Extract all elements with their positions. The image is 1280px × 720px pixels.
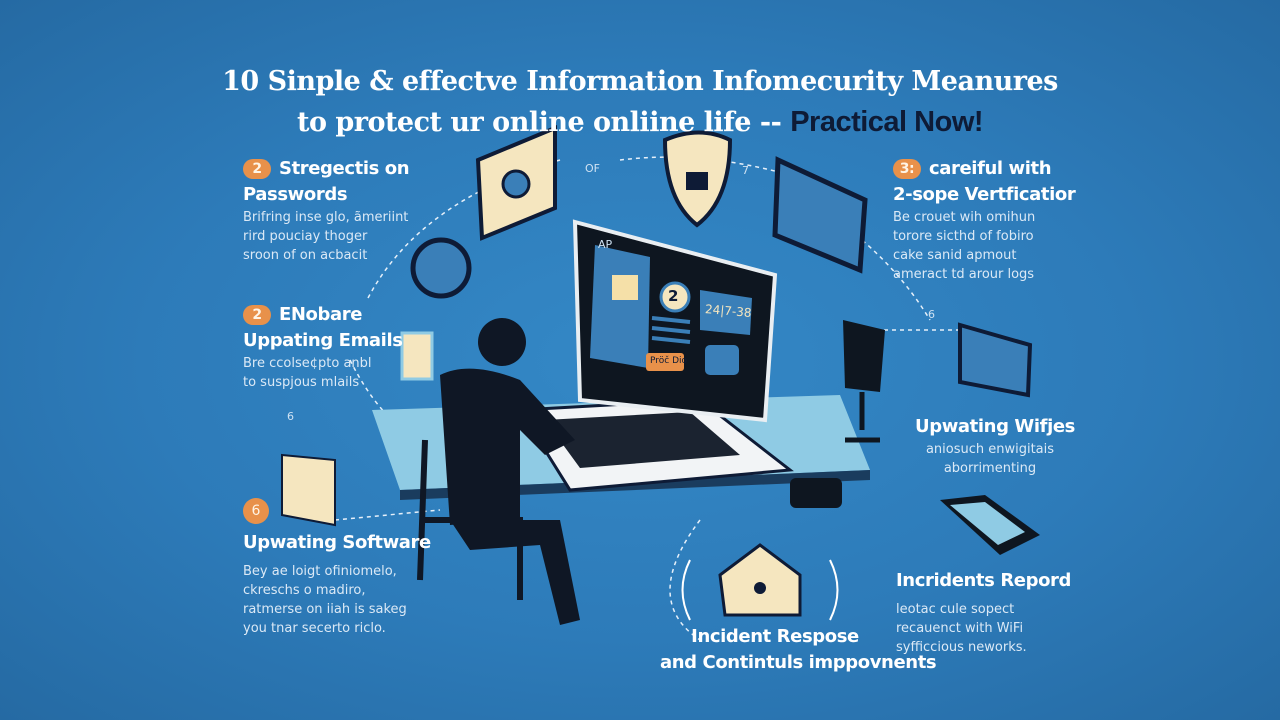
- title-line-2-text: to protect ur online onliine life --: [296, 107, 782, 138]
- section-heading: 2-sope Vertficatior: [893, 184, 1076, 205]
- small-label: 6: [287, 410, 294, 423]
- chart-monitor-icon: [958, 322, 1033, 398]
- small-label: 7: [742, 164, 749, 177]
- section-text: aniosuch enwigitais: [925, 442, 1055, 457]
- section-heading: and Contintuls imppovnents: [660, 652, 937, 673]
- section-text: Brifring inse glo, ãmeriint: [243, 210, 409, 225]
- title-line-1: 10 Sinple & effectve Information Infomec…: [222, 66, 1058, 97]
- section-text: recauenct with WiFi: [896, 621, 1024, 636]
- section-heading: Stregectis on: [279, 158, 410, 179]
- section-passwords: 2 Stregectis on Passwords Brifring inse g…: [243, 156, 410, 265]
- step-circle: [659, 281, 691, 313]
- section-text: rird pouciay thoger: [243, 229, 368, 244]
- section-verification: 3: careiful with 2-sope Vertficatior Be c…: [893, 156, 1076, 284]
- section-text: Bre ccolse¢pto anbl: [243, 356, 372, 371]
- screen-step: 2: [668, 287, 679, 305]
- person-head: [478, 318, 526, 366]
- step-badge: 2: [243, 159, 271, 179]
- keyboard: [545, 412, 740, 468]
- small-label: AP: [598, 238, 613, 251]
- small-label: 6: [928, 308, 935, 321]
- section-heading: Passwords: [243, 184, 348, 205]
- lamp: [843, 320, 885, 392]
- section-text: ameract td arour logs: [893, 267, 1035, 282]
- section-heading: careiful with: [929, 158, 1052, 179]
- section-text: Be crouet wih omihun: [893, 210, 1036, 225]
- section-wifi: Upwating Wifjes aniosuch enwigitais abor…: [915, 414, 1075, 478]
- padlock-card-icon: [400, 331, 434, 381]
- title-accent: Practical Now!: [790, 106, 984, 138]
- section-incident-response: Incident Respose and Contintuls imppovne…: [660, 624, 937, 676]
- section-heading: Incident Respose: [691, 626, 859, 647]
- small-label: OF: [585, 162, 600, 175]
- step-badge: 3:: [893, 159, 921, 179]
- section-text: ratmerse on iiah is sakeg: [243, 602, 407, 617]
- phone-icon: [790, 478, 842, 508]
- section-incidents-report: Incridents Repord leotac cule sopect rec…: [896, 568, 1071, 657]
- section-heading: Upwating Wifjes: [915, 416, 1075, 437]
- screen-button-label: Pröč Dio: [650, 356, 688, 366]
- section-emails: 2 ENobare Uppating Emails Bre ccolse¢pto …: [243, 302, 403, 392]
- lock-icon: [705, 345, 739, 375]
- globe-icon: [410, 237, 472, 299]
- title-line-2: to protect ur online onliine life -- Pra…: [0, 106, 1280, 139]
- section-text: you tnar secerto riclo.: [243, 621, 386, 636]
- section-heading: Incridents Repord: [896, 570, 1072, 591]
- section-text: cake sanid apmout: [893, 248, 1017, 263]
- section-heading: Uppating Emails: [243, 330, 403, 351]
- screen-button: [646, 353, 684, 371]
- section-heading: ENobare: [279, 304, 363, 325]
- document-icon: [281, 453, 336, 527]
- step-badge: 2: [243, 305, 271, 325]
- section-heading: Upwating Software: [243, 532, 431, 553]
- step-badge: 6: [243, 498, 269, 524]
- section-text: sroon of on acbacit: [243, 248, 368, 263]
- section-text: ckreschs o madiro,: [243, 583, 366, 598]
- chair: [417, 439, 523, 600]
- section-text: Bey ae loigt ofiniomelo,: [243, 564, 397, 579]
- person: [440, 368, 575, 525]
- section-text: torore sicthd of fobiro: [893, 229, 1034, 244]
- house-lock-icon: [718, 543, 802, 617]
- section-text: to suspjous mlails: [243, 375, 360, 390]
- section-text: syfficcious neworks.: [896, 640, 1027, 655]
- section-software: 6 Upwating Software Bey ae loigt ofiniom…: [243, 498, 431, 638]
- tablet-icon: [772, 156, 868, 274]
- section-text: leotac cule sopect: [896, 602, 1015, 617]
- section-text: aborrimenting: [943, 461, 1037, 476]
